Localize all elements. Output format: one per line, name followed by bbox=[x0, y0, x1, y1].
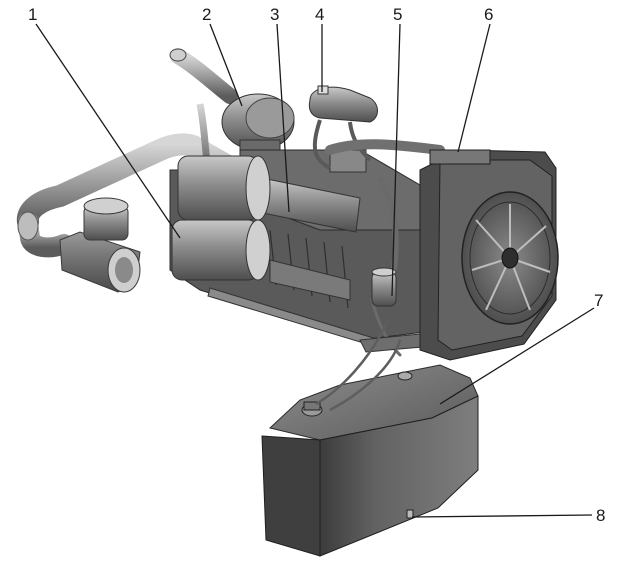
callout-1: 1 bbox=[28, 5, 37, 24]
exhaust-pipe bbox=[16, 133, 246, 258]
callout-5: 5 bbox=[393, 5, 402, 24]
callout-2: 2 bbox=[202, 5, 211, 24]
fuel-filter bbox=[371, 267, 397, 307]
callout-labels: 1 2 3 4 5 6 7 8 bbox=[28, 5, 605, 525]
callout-8: 8 bbox=[596, 506, 605, 525]
callout-7: 7 bbox=[594, 291, 603, 310]
air-intake-pipe bbox=[169, 48, 238, 171]
callout-4: 4 bbox=[315, 5, 324, 24]
cooling-fan bbox=[461, 191, 559, 325]
callout-3: 3 bbox=[270, 5, 279, 24]
callout-6: 6 bbox=[484, 5, 493, 24]
leader-lines bbox=[35, 23, 595, 518]
oil-filter-cylinders bbox=[171, 155, 271, 281]
muffler bbox=[59, 197, 141, 293]
fuel-tank bbox=[261, 319, 479, 557]
coolant-expansion-tank bbox=[308, 85, 378, 170]
